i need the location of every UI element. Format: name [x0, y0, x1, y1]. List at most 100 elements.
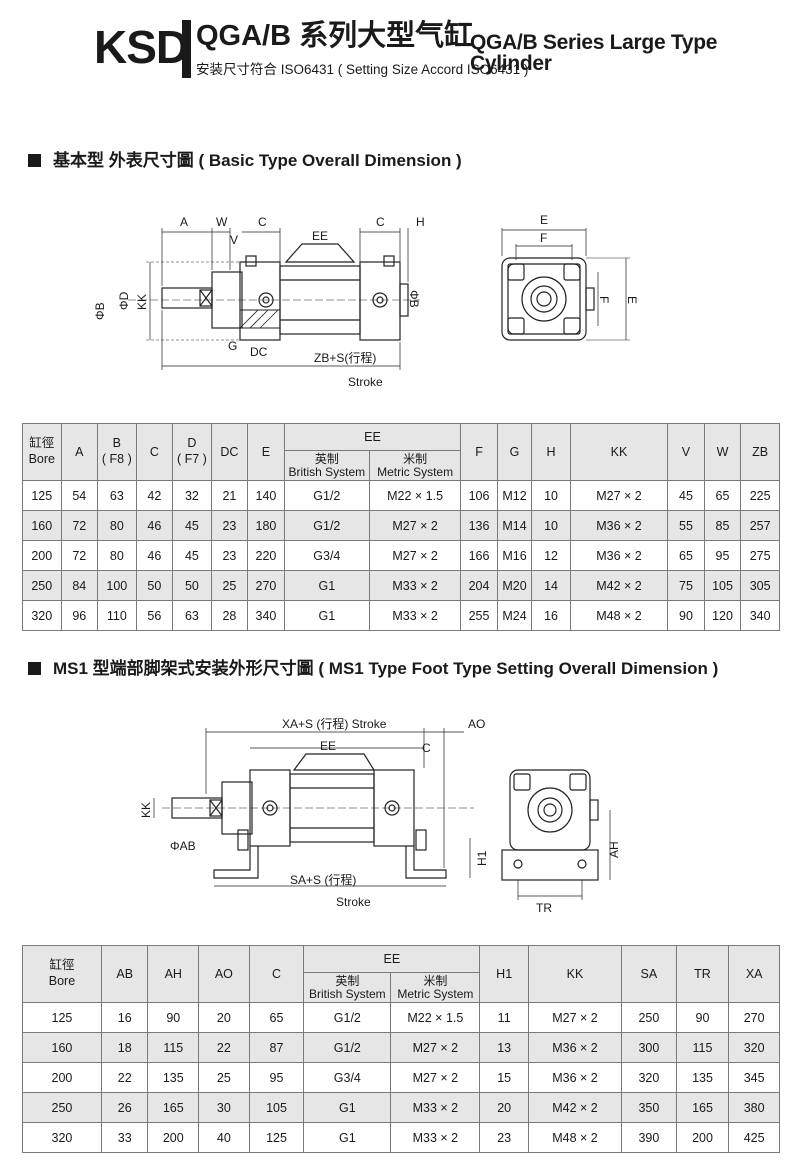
th-E: E	[247, 423, 285, 481]
dim-label-TR: TR	[536, 901, 552, 915]
title-english: QGA/B Series Large Type Cylinder	[470, 31, 718, 75]
table-cell: M36 × 2	[527, 1062, 623, 1093]
table-cell: 95	[703, 540, 742, 571]
brand-logo: KSD	[94, 21, 189, 73]
table-cell: M27 × 2	[368, 540, 462, 571]
table-cell: M33 × 2	[390, 1092, 481, 1123]
table-cell: G1	[283, 600, 370, 631]
table-cell: 33	[100, 1122, 149, 1153]
table-cell: 22	[100, 1062, 149, 1093]
foot-type-dimension-table: 缸徑 Bore AB AH AO C EE H1 KK SA TR XA 英制 …	[22, 945, 780, 1153]
table-cell: M22 × 1.5	[368, 480, 462, 511]
th2-C: C	[248, 945, 305, 1003]
subtitle-iso: 安装尺寸符合 ISO6431 ( Setting Size Accord ISO…	[196, 62, 529, 77]
table-cell: 46	[135, 540, 174, 571]
table-cell: 200	[147, 1122, 200, 1153]
dim-label-DC: DC	[250, 345, 268, 359]
table-cell: 25	[210, 570, 249, 601]
table-cell: 20	[479, 1092, 529, 1123]
dim-label-E: E	[540, 213, 548, 227]
table-cell: M33 × 2	[368, 570, 462, 601]
title-chinese: QGA/B 系列大型气缸	[196, 20, 474, 52]
table-cell: 125	[22, 480, 62, 511]
th2-AB: AB	[100, 945, 149, 1003]
table-cell: 84	[60, 570, 99, 601]
table-cell: 15	[479, 1062, 529, 1093]
table-cell: 45	[172, 540, 212, 571]
table-cell: 106	[460, 480, 498, 511]
th-DC: DC	[210, 423, 249, 481]
table-cell: 80	[97, 540, 137, 571]
table-cell: 305	[740, 570, 780, 601]
table-cell: 65	[703, 480, 742, 511]
th-D: D ( F7 )	[172, 423, 212, 481]
table-cell: 255	[460, 600, 498, 631]
table-cell: 115	[675, 1032, 730, 1063]
table-cell: 220	[247, 540, 285, 571]
dim-label-KK: KK	[135, 294, 149, 310]
table-cell: G3/4	[283, 540, 370, 571]
table-cell: M14	[496, 510, 533, 541]
table-cell: M27 × 2	[390, 1062, 481, 1093]
table-cell: 25	[198, 1062, 250, 1093]
table-cell: 140	[247, 480, 285, 511]
th-EE: EE	[283, 423, 462, 451]
dim-label-W: W	[216, 215, 228, 229]
table-cell: 23	[210, 510, 249, 541]
dim-label-C: C	[258, 215, 267, 229]
th2-SA: SA	[621, 945, 677, 1003]
dim-label-H: H	[416, 215, 425, 229]
table-cell: 55	[667, 510, 705, 541]
table-cell: G1/2	[303, 1032, 392, 1063]
table-cell: 45	[172, 510, 212, 541]
th-bore: 缸徑 Bore	[22, 423, 62, 481]
table-cell: 42	[135, 480, 174, 511]
table-cell: 80	[97, 510, 137, 541]
table-cell: G1	[303, 1092, 392, 1123]
th2-AO: AO	[198, 945, 250, 1003]
table-cell: 320	[728, 1032, 780, 1063]
table-cell: 105	[248, 1092, 305, 1123]
th-V: V	[667, 423, 705, 481]
table-cell: 12	[531, 540, 571, 571]
table-cell: 204	[460, 570, 498, 601]
table-cell: 320	[22, 600, 62, 631]
th2-AH: AH	[147, 945, 200, 1003]
table-cell: 90	[667, 600, 705, 631]
th2-KK: KK	[527, 945, 623, 1003]
table-cell: 16	[531, 600, 571, 631]
table-cell: 16	[100, 1002, 149, 1033]
table-cell: M27 × 2	[569, 480, 669, 511]
foot-type-side-view-drawing: XA+S (行程) Stroke AO EE C KK ΦAB H1 SA+S …	[139, 716, 489, 909]
table-cell: 72	[60, 540, 99, 571]
table-cell: 160	[22, 1032, 102, 1063]
th-W: W	[703, 423, 742, 481]
table-cell: 225	[740, 480, 780, 511]
table-cell: M20	[496, 570, 533, 601]
dim-label-C-ms1: C	[422, 741, 431, 755]
table-cell: 110	[97, 600, 137, 631]
table-cell: 340	[740, 600, 780, 631]
dim-label-F: F	[540, 231, 547, 245]
table-cell: 28	[210, 600, 249, 631]
table-cell: 250	[621, 1002, 677, 1033]
table-cell: 14	[531, 570, 571, 601]
table-cell: 180	[247, 510, 285, 541]
basic-type-dimension-table: 缸徑 Bore A B ( F8 ) C D ( F7 ) DC E EE F …	[22, 423, 780, 631]
table-cell: 275	[740, 540, 780, 571]
table-cell: 40	[198, 1122, 250, 1153]
dim-label-sa: SA+S (行程)	[290, 872, 356, 887]
table-cell: M42 × 2	[569, 570, 669, 601]
th-C: C	[135, 423, 174, 481]
table-cell: 65	[667, 540, 705, 571]
basic-type-end-view-drawing: E F F E	[501, 213, 639, 341]
table-cell: 250	[22, 1092, 102, 1123]
table-cell: 166	[460, 540, 498, 571]
th-KK: KK	[569, 423, 669, 481]
